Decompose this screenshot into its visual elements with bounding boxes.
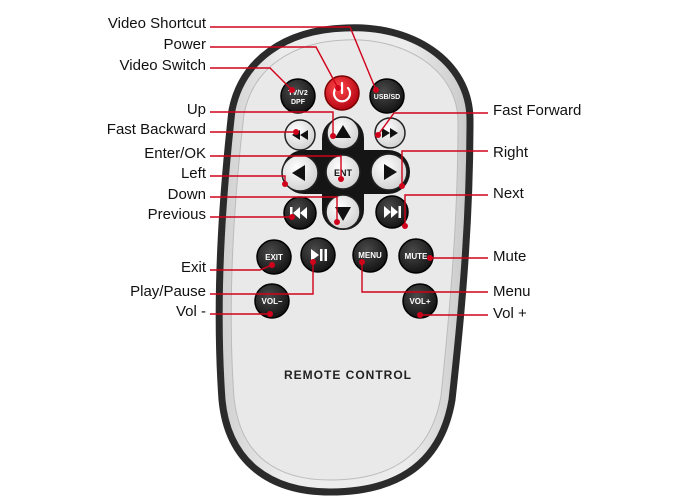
pointer-video-shortcut <box>210 26 377 91</box>
vol-minus-button[interactable]: VOL– <box>254 283 290 319</box>
next-button[interactable] <box>375 195 409 229</box>
arrow-down-icon <box>335 207 351 221</box>
remote-caption: REMOTE CONTROL <box>284 368 412 382</box>
exit-label: EXIT <box>265 253 283 262</box>
label-mute: Mute <box>493 248 527 265</box>
pointer-play-pause <box>210 262 314 295</box>
vol-minus-label: VOL– <box>262 297 283 306</box>
left-button[interactable] <box>281 154 319 192</box>
pointer-lines <box>210 26 488 316</box>
fast-backward-button[interactable] <box>284 119 316 151</box>
pointer-power <box>210 46 339 89</box>
skip-forward-icon <box>384 206 401 218</box>
pointer-menu <box>361 262 488 293</box>
dpf-label: DPF <box>291 99 306 106</box>
skip-back-icon <box>290 207 307 219</box>
label-menu: Menu <box>493 283 531 300</box>
label-right: Right <box>493 144 529 161</box>
label-fast-backward: Fast Backward <box>106 121 206 138</box>
pointer-fast-forward <box>377 112 488 136</box>
exit-button[interactable]: EXIT <box>256 239 292 275</box>
enter-ok-button[interactable]: ENT <box>325 154 361 190</box>
menu-label: MENU <box>358 251 382 260</box>
label-video-switch: Video Switch <box>119 57 206 74</box>
play-pause-icon <box>311 249 327 261</box>
pointer-enter-ok <box>210 155 342 179</box>
fast-forward-button[interactable] <box>374 117 406 149</box>
label-enter-ok: Enter/OK <box>144 145 206 162</box>
arrow-right-icon <box>384 164 397 180</box>
right-button[interactable] <box>370 153 408 191</box>
pointer-exit <box>210 264 273 271</box>
fast-forward-icon <box>382 128 398 138</box>
mute-label: MUTE <box>405 252 428 261</box>
label-left: Left <box>180 165 206 182</box>
label-video-shortcut: Video Shortcut <box>107 15 206 32</box>
label-fast-forward: Fast Forward <box>493 102 582 119</box>
label-up: Up <box>186 101 206 118</box>
label-vol-plus: Vol + <box>493 305 527 322</box>
label-down: Down <box>167 186 206 203</box>
label-vol-minus: Vol - <box>175 303 206 320</box>
video-shortcut-button[interactable]: USB/SD <box>369 78 405 114</box>
remote-face <box>230 39 459 481</box>
label-previous: Previous <box>147 206 206 223</box>
label-power: Power <box>163 36 206 53</box>
mute-button[interactable]: MUTE <box>398 238 434 274</box>
power-button[interactable] <box>324 75 360 111</box>
down-button[interactable] <box>325 194 361 230</box>
vol-plus-label: VOL+ <box>409 297 430 306</box>
pointer-next <box>404 194 488 226</box>
pointer-right <box>401 150 488 186</box>
menu-button[interactable]: MENU <box>352 237 388 273</box>
label-exit: Exit <box>180 259 206 276</box>
previous-button[interactable] <box>283 196 317 230</box>
pointer-up <box>210 111 334 136</box>
ent-label: ENT <box>334 168 353 178</box>
pointer-video-switch <box>210 67 293 91</box>
pointer-down <box>210 196 338 222</box>
power-icon <box>332 81 352 103</box>
label-next: Next <box>493 185 524 202</box>
usb-sd-label: USB/SD <box>374 94 400 101</box>
up-button[interactable] <box>326 116 360 150</box>
play-pause-button[interactable] <box>300 237 336 273</box>
pointer-dots <box>267 85 433 318</box>
label-play-pause: Play/Pause <box>130 283 206 300</box>
tv-label: TV/V2 <box>288 90 308 97</box>
arrow-left-icon <box>292 165 305 181</box>
arrow-up-icon <box>335 125 351 138</box>
